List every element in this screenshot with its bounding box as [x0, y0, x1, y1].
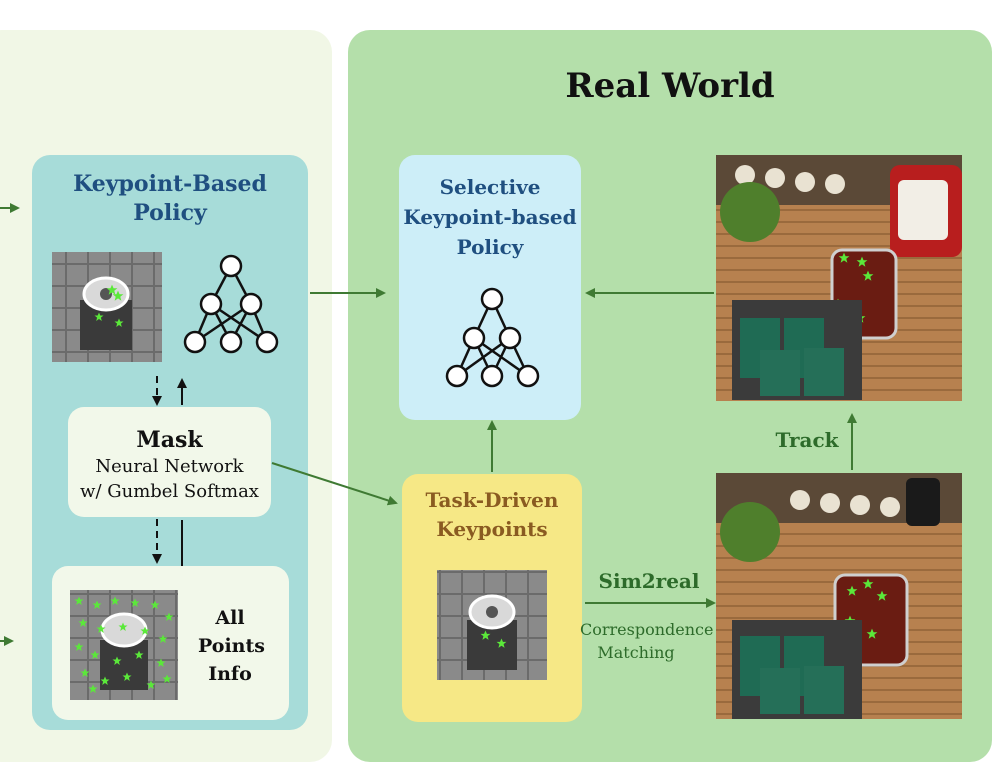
real-world-title: Real World	[565, 66, 775, 106]
network-icon-selective	[445, 287, 540, 388]
mask-title: Mask	[136, 427, 203, 453]
real-world-photo-top	[716, 155, 962, 401]
correspondence-label: Correspondence Matching	[580, 620, 714, 662]
track-label: Track	[775, 428, 839, 452]
sim-kettle-image-1	[52, 252, 162, 362]
arrow-mask-to-keypoints	[271, 462, 398, 506]
sim-kettle-image-2	[437, 570, 547, 680]
all-points-image	[70, 590, 178, 700]
real-world-photo-bottom	[716, 473, 962, 719]
keypoint-policy-title: Keypoint-Based Policy	[73, 171, 267, 226]
selective-policy-title: Selective Keypoint-based Policy	[403, 175, 577, 259]
mask-box: Mask Neural Network w/ Gumbel Softmax	[68, 407, 271, 517]
sim2real-label: Sim2real	[598, 569, 700, 593]
network-icon-left	[183, 254, 279, 354]
all-points-label: All Points Info	[198, 607, 265, 685]
mask-line2: w/ Gumbel Softmax	[80, 481, 259, 502]
mask-line1: Neural Network	[95, 456, 244, 477]
task-keypoints-title: Task-Driven Keypoints	[425, 488, 559, 541]
